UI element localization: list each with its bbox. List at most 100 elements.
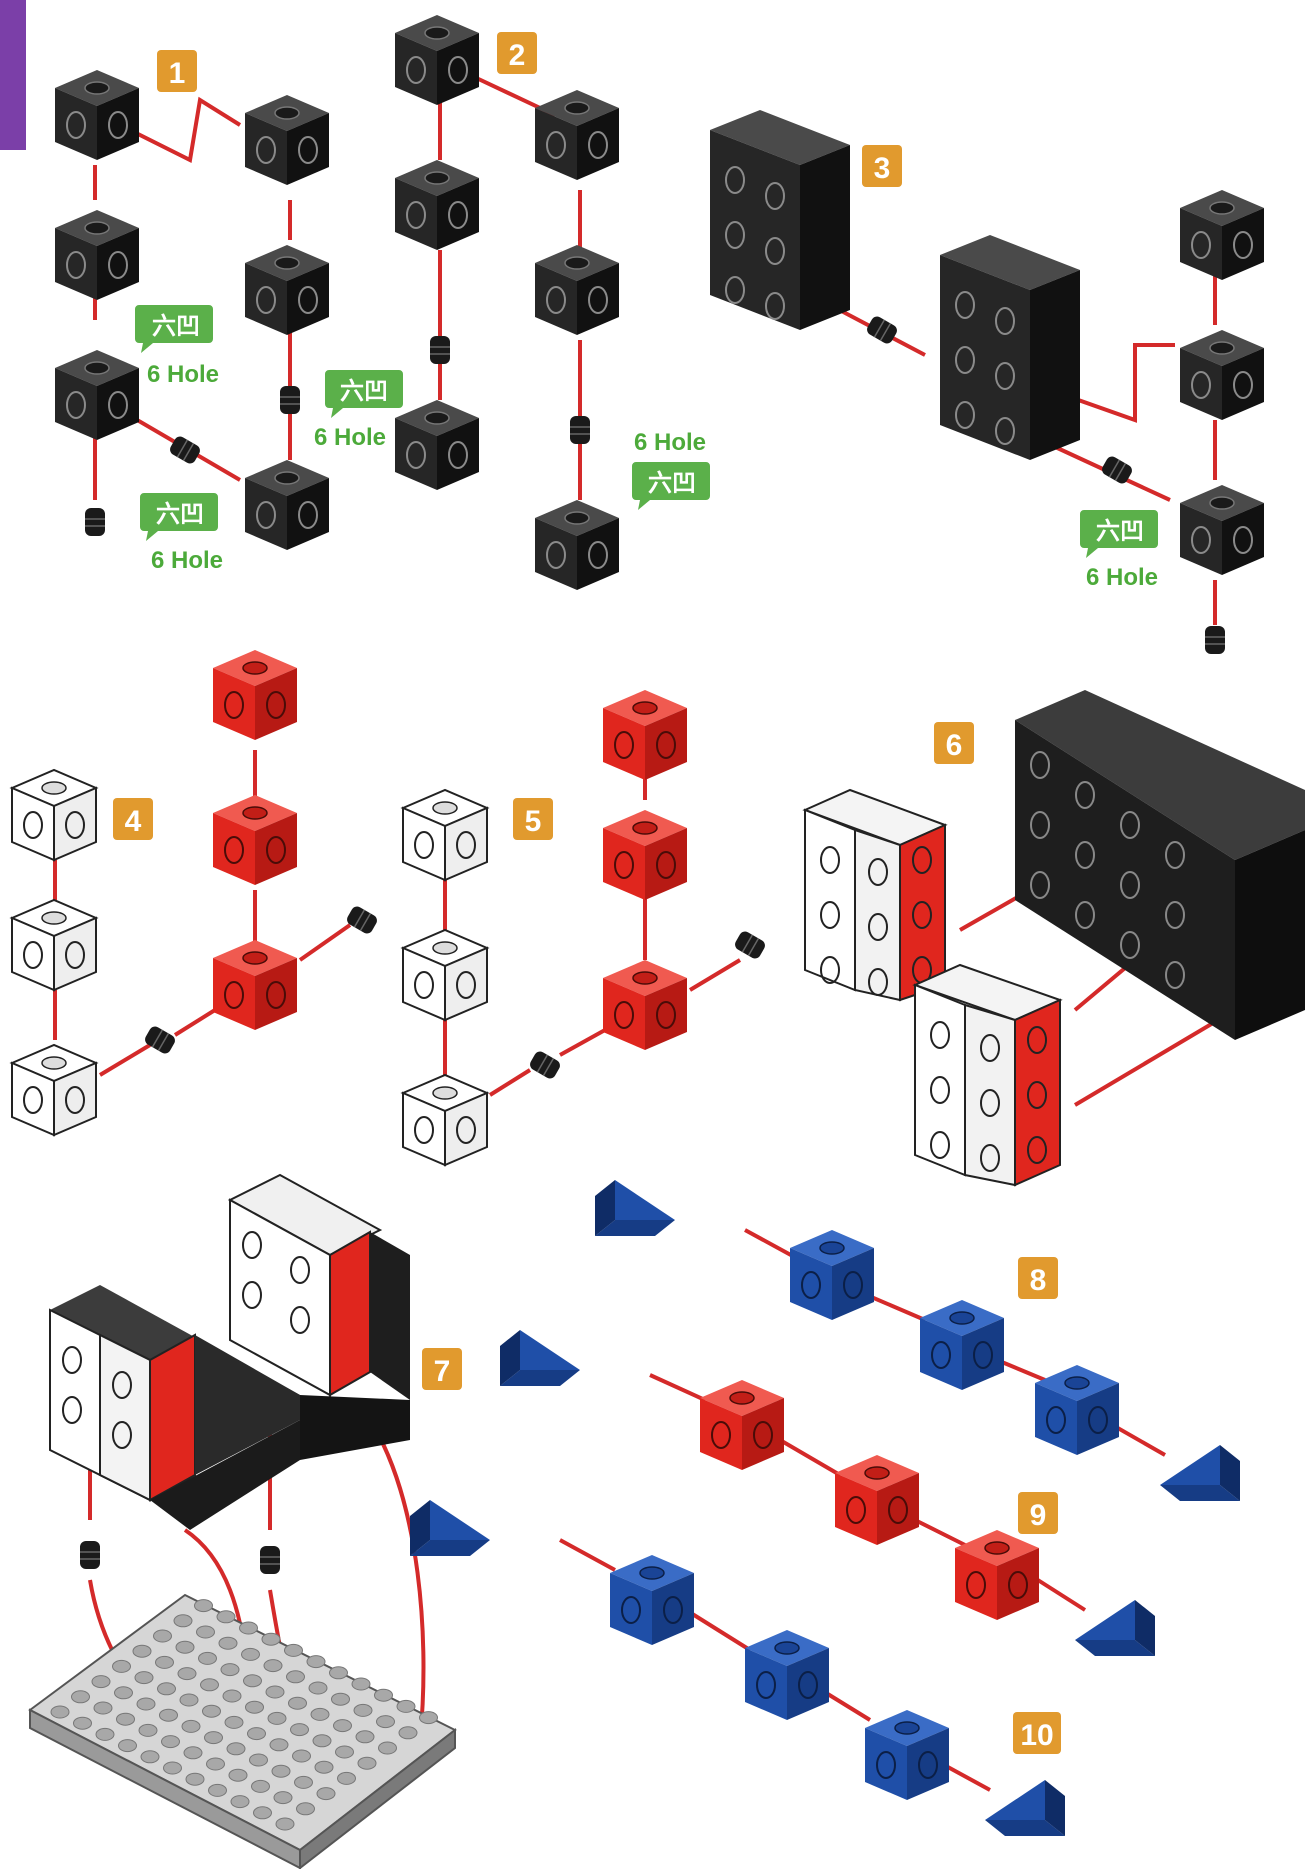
plate-hole [330, 1667, 348, 1679]
black-wall [1015, 690, 1305, 1040]
u-structure [50, 1175, 410, 1530]
plate-hole [51, 1706, 69, 1718]
cube-icon [55, 70, 139, 160]
svg-text:六凹: 六凹 [340, 377, 388, 405]
plate-hole [184, 1747, 202, 1759]
step-badge-10: 10 [1013, 1712, 1061, 1754]
plate-hole [133, 1645, 151, 1657]
plate-hole [92, 1676, 110, 1688]
white-red-block-a [805, 790, 945, 1000]
cube-icon [213, 650, 297, 740]
plate-hole [176, 1641, 194, 1653]
hole-note-1: 六凹 6 Hole [135, 305, 219, 388]
plate-hole [272, 1765, 290, 1777]
plate-hole [293, 1750, 311, 1762]
cube-icon [610, 1555, 694, 1645]
plate-hole [291, 1724, 309, 1736]
plate-hole [354, 1704, 372, 1716]
svg-text:6 Hole: 6 Hole [147, 361, 219, 388]
cube-icon [1180, 330, 1264, 420]
svg-text:6: 6 [946, 729, 963, 762]
connector-peg-icon [570, 416, 590, 444]
plate-hole [135, 1672, 153, 1684]
svg-text:1: 1 [169, 57, 186, 90]
svg-text:6 Hole: 6 Hole [314, 424, 386, 451]
plate-hole [313, 1735, 331, 1747]
cube-icon [395, 160, 479, 250]
plate-hole [203, 1705, 221, 1717]
plate-hole [113, 1660, 131, 1672]
plate-hole [217, 1611, 235, 1623]
plate-hole [158, 1683, 176, 1695]
cube-icon [1035, 1365, 1119, 1455]
cube-icon [745, 1630, 829, 1720]
wedge-icon [595, 1180, 675, 1236]
plate-hole [266, 1686, 284, 1698]
connector-peg-icon [733, 929, 767, 960]
step-badge-8: 8 [1018, 1257, 1058, 1299]
plate-hole [221, 1664, 239, 1676]
plate-hole [358, 1757, 376, 1769]
plate-hole [276, 1818, 294, 1830]
plate-hole [115, 1687, 133, 1699]
hole-note-5: 六凹 6 Hole [1080, 510, 1158, 591]
plate-hole [229, 1769, 247, 1781]
plate-hole [264, 1660, 282, 1672]
svg-text:9: 9 [1030, 1499, 1047, 1532]
plate-hole [223, 1690, 241, 1702]
base-plate-icon [30, 1595, 455, 1868]
plate-hole [254, 1807, 272, 1819]
cube-icon [403, 790, 487, 880]
cube-icon [535, 245, 619, 335]
cube-icon [835, 1455, 919, 1545]
plate-hole [94, 1702, 112, 1714]
cube-icon [865, 1710, 949, 1800]
plate-hole [117, 1713, 135, 1725]
cube-icon [245, 460, 329, 550]
svg-text:7: 7 [434, 1355, 451, 1388]
plate-hole [240, 1622, 258, 1634]
plate-hole [96, 1728, 114, 1740]
cube-icon [213, 940, 297, 1030]
plate-hole [139, 1724, 157, 1736]
white-red-block-b [915, 965, 1060, 1185]
plate-hole [197, 1626, 215, 1638]
plate-hole [309, 1682, 327, 1694]
hole-note-2: 六凹 6 Hole [314, 370, 403, 451]
plate-hole [262, 1633, 280, 1645]
wedge-icon [500, 1330, 580, 1386]
plate-hole [317, 1788, 335, 1800]
cube-icon [955, 1530, 1039, 1620]
plate-hole [270, 1739, 288, 1751]
plate-hole [356, 1731, 374, 1743]
plate-hole [160, 1709, 178, 1721]
connector-peg-icon [260, 1546, 280, 1574]
cube-icon [1180, 190, 1264, 280]
svg-text:六凹: 六凹 [1096, 517, 1144, 545]
plate-hole [297, 1803, 315, 1815]
cube-icon [535, 500, 619, 590]
step-badge-4: 4 [113, 798, 153, 840]
cube-icon [603, 690, 687, 780]
svg-text:2: 2 [509, 39, 526, 72]
plate-hole [154, 1630, 172, 1642]
plate-hole [336, 1746, 354, 1758]
connector-peg-icon [865, 314, 899, 345]
plate-hole [199, 1652, 217, 1664]
plate-hole [141, 1751, 159, 1763]
cube-icon [395, 400, 479, 490]
cube-icon [12, 770, 96, 860]
cube-icon [700, 1380, 784, 1470]
corner-tab [0, 0, 26, 150]
cube-icon [535, 90, 619, 180]
cube-icon [403, 930, 487, 1020]
connector-peg-icon [143, 1024, 177, 1055]
plate-hole [219, 1637, 237, 1649]
cube-icon [12, 1045, 96, 1135]
plate-hole [285, 1644, 303, 1656]
step-badge-3: 3 [862, 145, 902, 187]
svg-text:六凹: 六凹 [156, 500, 204, 528]
plate-hole [119, 1740, 137, 1752]
connector-peg-icon [430, 336, 450, 364]
